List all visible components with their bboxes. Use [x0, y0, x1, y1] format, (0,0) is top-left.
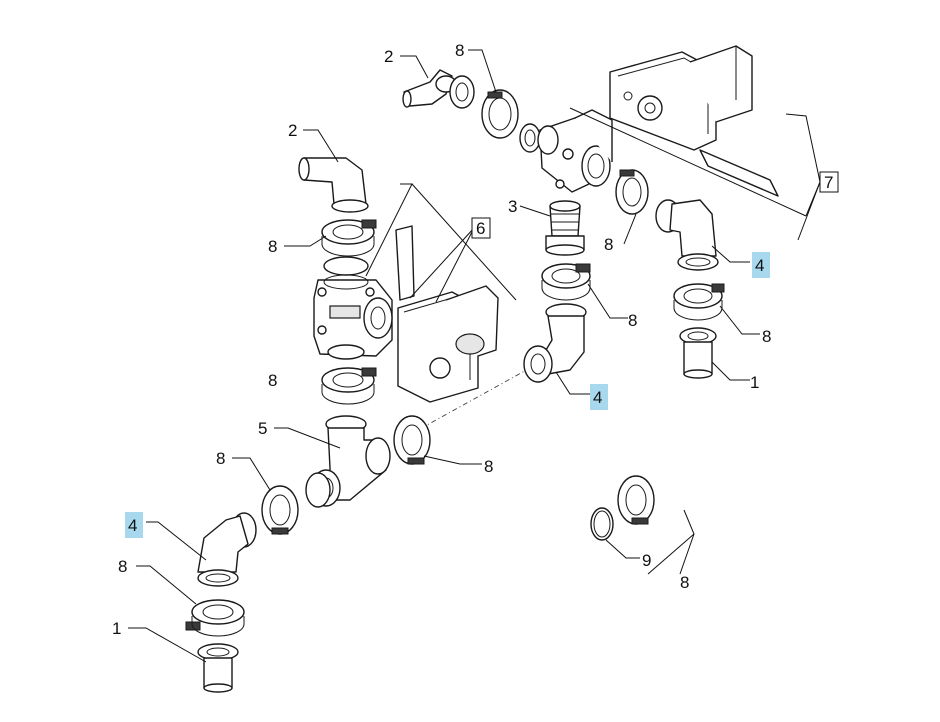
callout-part-8-tee-right: 8: [484, 457, 493, 476]
clamp-top-left[interactable]: [481, 89, 519, 139]
leader-lines: [128, 49, 821, 663]
elbow-fitting-mid[interactable]: [298, 157, 369, 213]
callout-part-6: 6: [476, 219, 485, 238]
elbow-lower-left[interactable]: [197, 512, 257, 587]
elbow-fitting-top[interactable]: [402, 69, 457, 108]
o-ring-seal[interactable]: [590, 507, 614, 541]
callout-highlight-part-4-center: [590, 384, 608, 410]
callout-part-1-right: 1: [750, 373, 759, 392]
callout-part-4-lower-left: 4: [128, 516, 137, 535]
callout-part-8-valve-right: 8: [604, 235, 613, 254]
callout-part-7: 7: [824, 173, 833, 192]
clamp-valve-right[interactable]: [615, 169, 649, 215]
clamp-center[interactable]: [541, 263, 591, 301]
callout-part-4-right: 4: [755, 256, 764, 275]
callout-box-part-6: [471, 217, 491, 239]
callout-highlight-part-4-right: [752, 252, 770, 278]
flange-ring-top[interactable]: [449, 75, 475, 109]
callout-part-8-center: 8: [628, 311, 637, 330]
callout-part-1-bottom-left: 1: [112, 619, 121, 638]
actuator-motor-top[interactable]: [609, 45, 779, 197]
callout-part-4-center: 4: [593, 388, 602, 407]
callout-labels: 2 8 2 8 6 3 8 7 4 8 8 8 1 4 5 8 8 4 8 1 …: [112, 41, 839, 638]
clamp-spare[interactable]: [617, 475, 655, 525]
callout-part-8-bottom-left: 8: [118, 557, 127, 576]
tailpiece-bottom-left[interactable]: [197, 643, 239, 693]
callout-part-8-tee-left: 8: [216, 449, 225, 468]
callout-box-part-7: [819, 171, 839, 193]
clamp-left-lower[interactable]: [321, 367, 377, 405]
clamp-right-middle[interactable]: [673, 283, 725, 321]
callout-part-2-mid: 2: [288, 121, 297, 140]
elbow-right-upper[interactable]: [655, 199, 719, 271]
clamp-left-upper[interactable]: [321, 219, 377, 257]
callout-part-8-spare: 8: [680, 573, 689, 592]
callout-highlight-part-4-lower-left: [125, 512, 143, 538]
elbow-center[interactable]: [523, 303, 587, 383]
actuator-motor-left[interactable]: [395, 225, 499, 403]
callout-part-3: 3: [508, 197, 517, 216]
tailpiece-right[interactable]: [679, 327, 717, 379]
ball-valve-body[interactable]: [313, 274, 393, 357]
callout-part-5: 5: [258, 419, 267, 438]
clamp-tee-left[interactable]: [261, 485, 299, 535]
clamp-bottom-left[interactable]: [185, 599, 245, 637]
flange-ring-left-lower[interactable]: [327, 344, 365, 360]
callout-part-9: 9: [642, 551, 651, 570]
callout-part-2-top: 2: [384, 47, 393, 66]
callout-part-8-right-middle: 8: [762, 327, 771, 346]
callout-part-8-left-lower: 8: [268, 371, 277, 390]
flange-ring-valve-top[interactable]: [519, 123, 541, 153]
clamp-tee-right[interactable]: [393, 415, 431, 465]
flange-ring-left[interactable]: [323, 256, 369, 276]
callout-part-8-left-upper: 8: [268, 237, 277, 256]
flange-ring-tee-left[interactable]: [305, 472, 331, 508]
threaded-adapter[interactable]: [545, 200, 585, 256]
callout-part-8-top: 8: [455, 41, 464, 60]
